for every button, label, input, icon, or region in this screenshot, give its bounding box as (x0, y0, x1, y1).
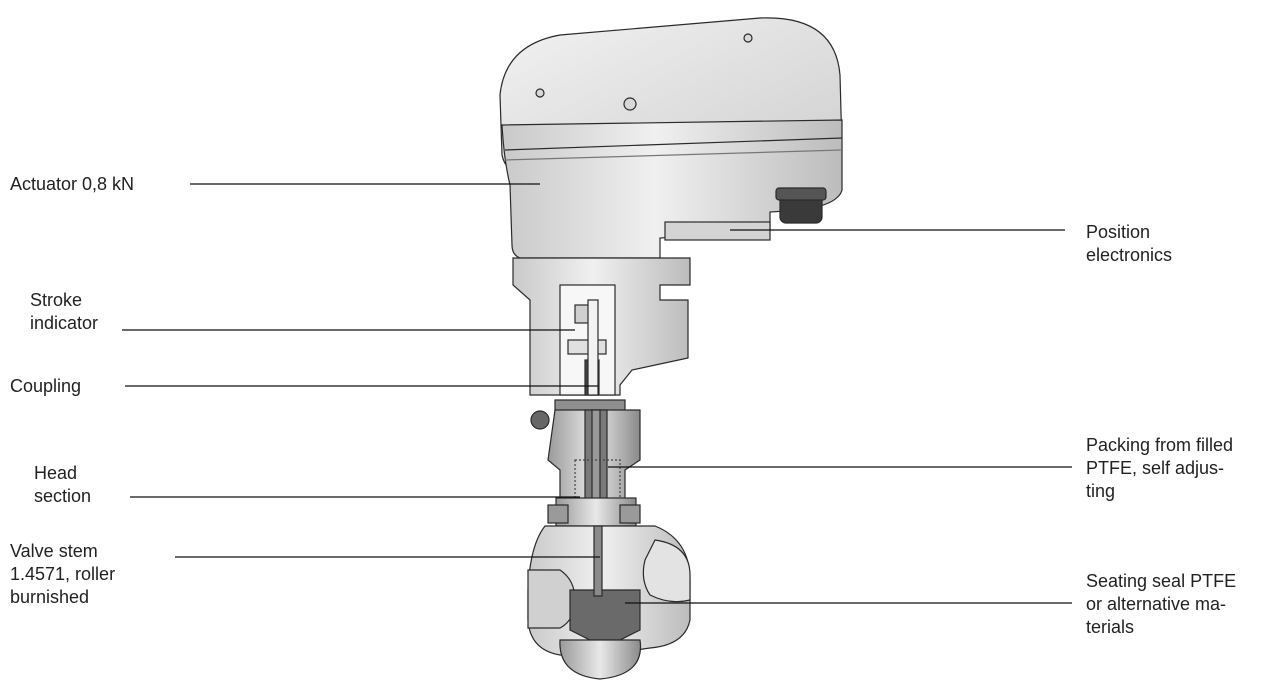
label-head-section: Head section (34, 463, 92, 506)
label-position-electronics: Position electronics (1086, 222, 1173, 265)
actuator-housing (499, 17, 843, 259)
label-packing: Packing from filled PTFE, self adjus- ti… (1086, 435, 1234, 501)
head-section (547, 409, 641, 591)
label-actuator: Actuator 0,8 kN (10, 174, 135, 194)
leader-lines (122, 183, 1072, 604)
label-coupling: Coupling (10, 376, 82, 396)
label-stroke-indicator: Stroke indicator (30, 290, 99, 333)
label-valve-stem: Valve stem 1.4571, roller burnished (10, 541, 116, 607)
label-seating-seal: Seating seal PTFE or alternative ma- ter… (1086, 571, 1237, 637)
yoke (512, 257, 691, 430)
valve-body (527, 525, 691, 680)
